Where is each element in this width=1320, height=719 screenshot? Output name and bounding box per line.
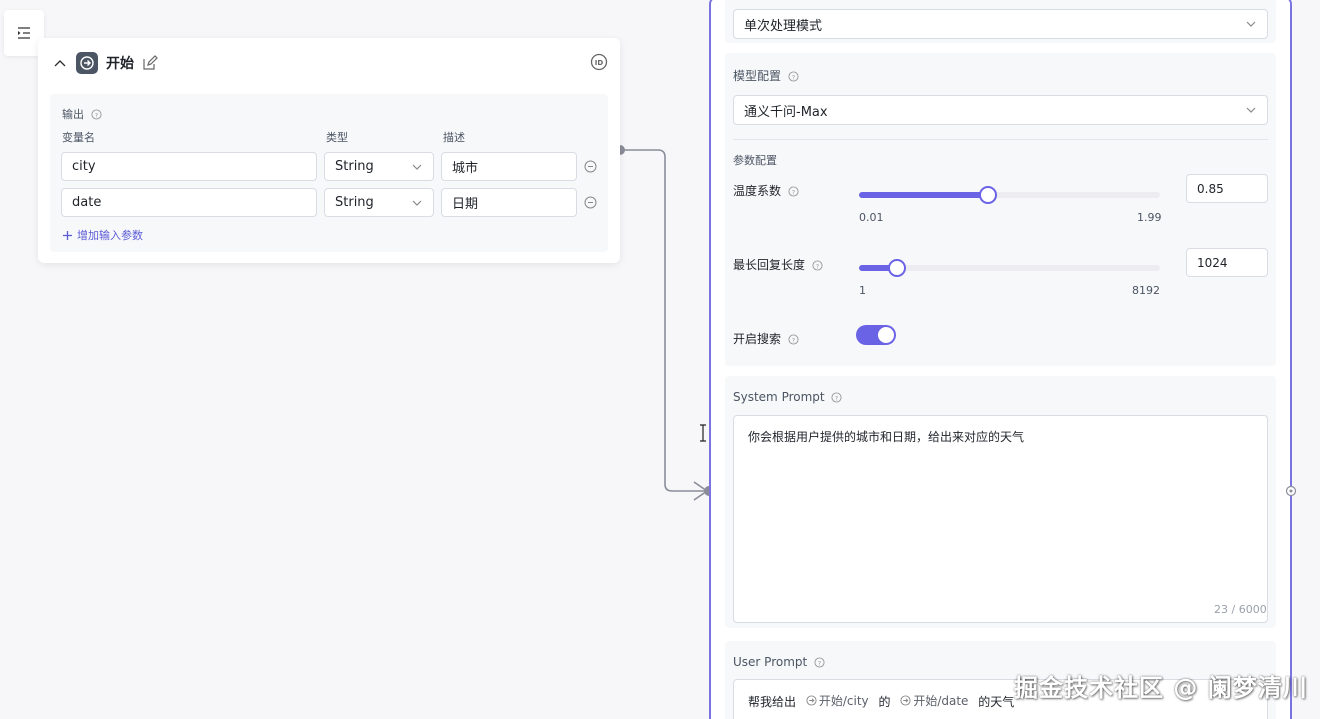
chevron-down-icon xyxy=(412,164,422,170)
system-prompt-section: System Prompt ? 你会根据用户提供的城市和日期，给出来对应的天气 … xyxy=(725,376,1276,628)
help-icon[interactable]: ? xyxy=(788,186,799,197)
watermark: 掘金技术社区 @ 阑梦清川 xyxy=(1014,674,1308,702)
chevron-up-icon[interactable] xyxy=(52,55,68,71)
temperature-input[interactable]: 0.85 xyxy=(1186,174,1268,203)
add-param-button[interactable]: 增加输入参数 xyxy=(62,227,143,243)
max-length-slider-fill xyxy=(859,265,897,271)
variable-chip[interactable]: 开始/city xyxy=(806,692,869,709)
temperature-slider[interactable] xyxy=(859,186,1160,204)
temperature-slider-thumb[interactable] xyxy=(979,186,998,204)
help-icon[interactable]: ? xyxy=(788,71,799,82)
temperature-label: 温度系数 ? xyxy=(733,182,799,199)
svg-text:?: ? xyxy=(835,394,838,402)
help-icon[interactable]: ? xyxy=(90,109,102,120)
svg-text:?: ? xyxy=(816,262,819,270)
system-prompt-textarea[interactable]: 你会根据用户提供的城市和日期，给出来对应的天气 xyxy=(733,415,1268,623)
max-length-min: 1 xyxy=(859,284,866,297)
mode-section: 单次处理模式 xyxy=(725,0,1276,43)
sidebar-toggle-button[interactable] xyxy=(4,10,44,56)
start-variable-icon xyxy=(806,695,817,706)
user-prompt-section: User Prompt ? 帮我给出 开始/city 的 开始/date 的天气 xyxy=(725,641,1276,719)
user-prompt-textarea[interactable]: 帮我给出 开始/city 的 开始/date 的天气 xyxy=(733,679,1268,719)
start-node-card[interactable]: 开始 ID 输出 ? 变量名 类型 描述 city String 城市 date… xyxy=(38,38,620,263)
id-icon[interactable]: ID xyxy=(590,53,608,71)
model-select[interactable]: 通义千问-Max xyxy=(733,95,1268,125)
output-section: 输出 ? 变量名 类型 描述 city String 城市 date Strin… xyxy=(50,94,608,252)
mode-select[interactable]: 单次处理模式 xyxy=(733,9,1268,39)
max-length-slider[interactable] xyxy=(859,259,1160,277)
col-type-header: 类型 xyxy=(326,131,348,144)
temperature-slider-fill xyxy=(859,192,989,198)
model-config-section: 模型配置 ? 通义千问-Max 参数配置 温度系数 ? 0.01 1.99 0.… xyxy=(725,53,1276,366)
temperature-min: 0.01 xyxy=(859,211,884,224)
toggle-knob xyxy=(878,327,894,343)
help-icon[interactable]: ? xyxy=(788,334,799,345)
list-indent-icon xyxy=(18,27,30,39)
user-prompt-label: User Prompt ? xyxy=(733,655,825,669)
model-config-label: 模型配置 ? xyxy=(733,67,799,84)
svg-text:ID: ID xyxy=(595,59,604,67)
output-handle-icon[interactable] xyxy=(1285,485,1297,497)
param-config-label: 参数配置 xyxy=(733,154,777,167)
svg-text:?: ? xyxy=(792,188,795,196)
help-icon[interactable]: ? xyxy=(831,392,842,403)
llm-node-panel: 单次处理模式 模型配置 ? 通义千问-Max 参数配置 温度系数 ? 0.01 … xyxy=(709,0,1292,719)
variable-chip[interactable]: 开始/date xyxy=(900,692,968,709)
help-icon[interactable]: ? xyxy=(812,260,823,271)
var-desc-input[interactable]: 城市 xyxy=(441,152,577,181)
var-name-input[interactable]: city xyxy=(61,152,317,181)
max-length-slider-thumb[interactable] xyxy=(887,259,906,277)
svg-text:?: ? xyxy=(818,659,821,667)
divider xyxy=(733,139,1268,140)
text-cursor-icon xyxy=(700,424,706,442)
svg-text:?: ? xyxy=(94,111,97,119)
search-toggle[interactable] xyxy=(856,325,896,345)
chevron-down-icon xyxy=(1246,21,1256,27)
edit-icon[interactable] xyxy=(142,55,158,71)
svg-text:?: ? xyxy=(792,336,795,344)
col-desc-header: 描述 xyxy=(443,131,465,144)
node-title: 开始 xyxy=(106,56,134,72)
var-name-input[interactable]: date xyxy=(61,188,317,217)
chevron-down-icon xyxy=(412,200,422,206)
max-length-max: 8192 xyxy=(1132,284,1160,297)
search-label: 开启搜索 ? xyxy=(733,330,799,347)
start-variable-icon xyxy=(900,695,911,706)
output-label: 输出 ? xyxy=(62,106,102,122)
remove-row-icon[interactable] xyxy=(584,196,597,209)
var-type-select[interactable]: String xyxy=(324,152,434,181)
chevron-down-icon xyxy=(1246,107,1256,113)
max-length-label: 最长回复长度 ? xyxy=(733,256,823,273)
temperature-max: 1.99 xyxy=(1137,211,1162,224)
start-node-icon xyxy=(76,52,98,74)
col-name-header: 变量名 xyxy=(62,131,95,144)
remove-row-icon[interactable] xyxy=(584,160,597,173)
system-prompt-counter: 23 / 6000 xyxy=(1214,603,1267,616)
help-icon[interactable]: ? xyxy=(814,657,825,668)
svg-text:?: ? xyxy=(792,73,795,81)
var-type-select[interactable]: String xyxy=(324,188,434,217)
var-desc-input[interactable]: 日期 xyxy=(441,188,577,217)
max-length-input[interactable]: 1024 xyxy=(1186,248,1268,277)
system-prompt-label: System Prompt ? xyxy=(733,390,842,404)
plus-icon xyxy=(63,230,72,240)
